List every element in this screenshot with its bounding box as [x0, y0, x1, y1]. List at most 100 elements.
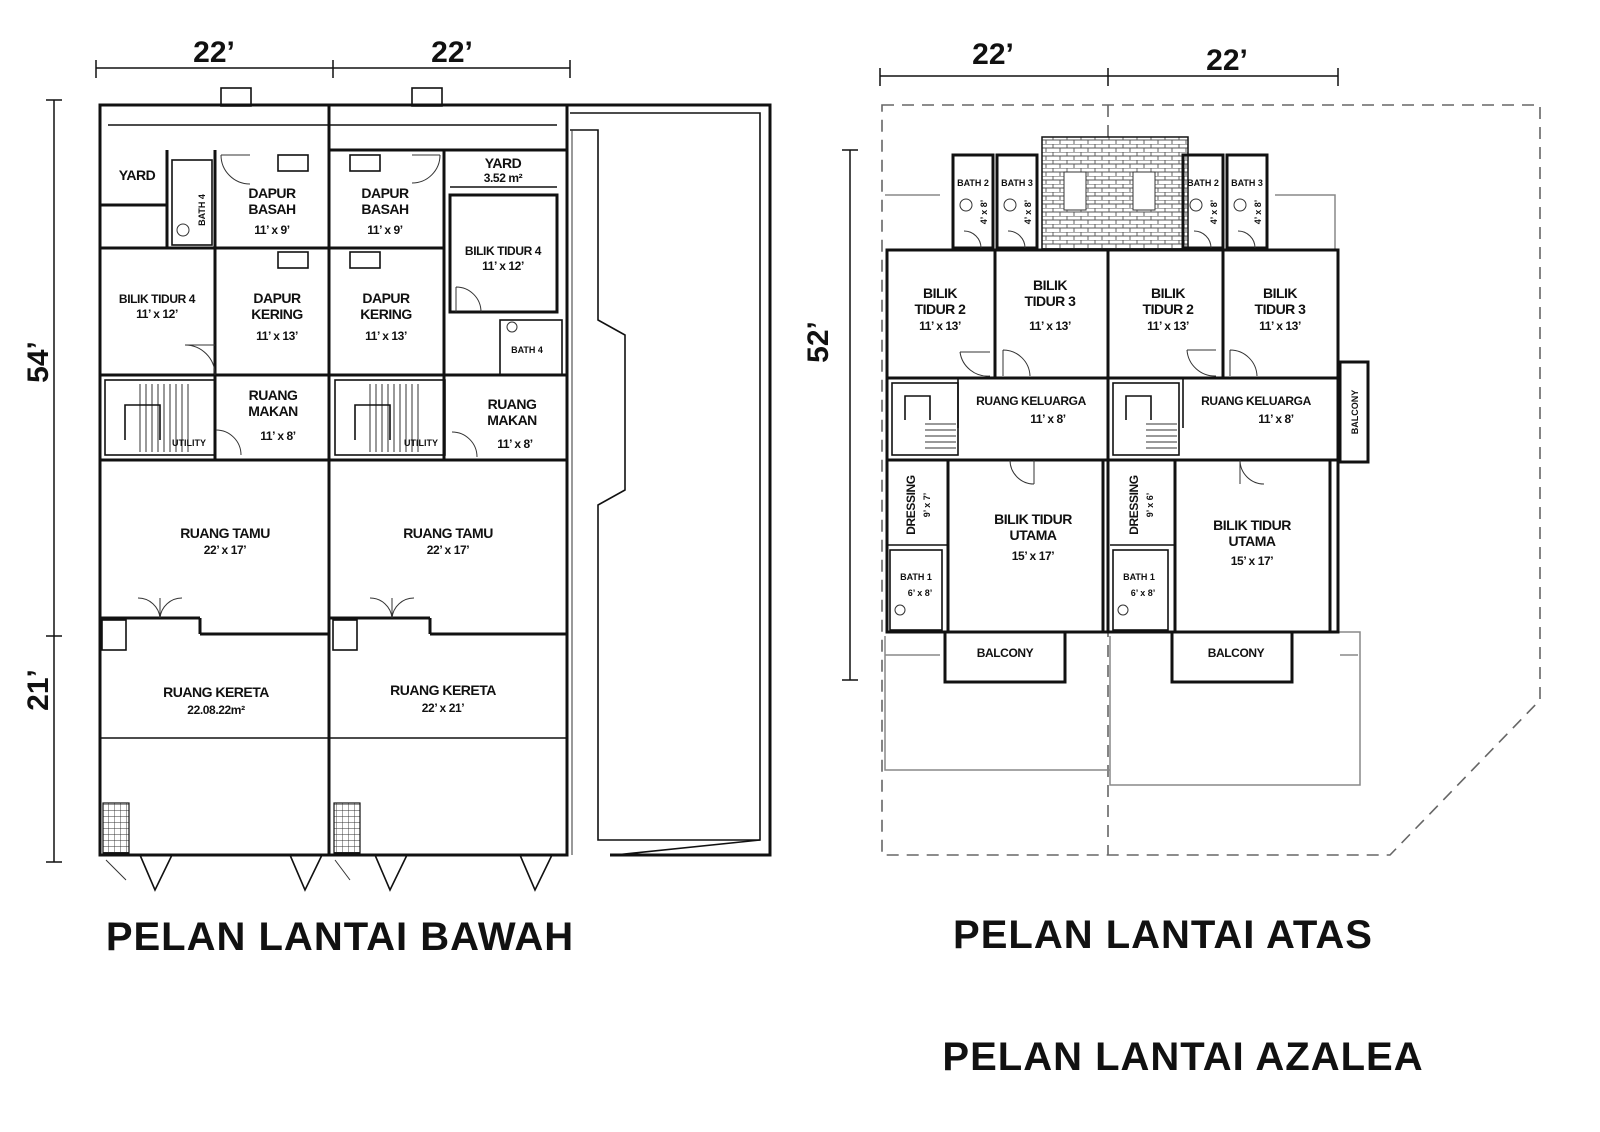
bath1-label-right: BATH 1: [1123, 572, 1155, 582]
upper-width-left: 22’: [972, 38, 1014, 71]
dressing-label-right: DRESSING: [1127, 475, 1141, 535]
ground-depth-dimension: 54’ 21’: [22, 99, 62, 863]
ground-width-dimension: 22’ 22’: [95, 36, 571, 78]
upper-bath1-fixtures: [889, 549, 1169, 631]
roof-outline: [884, 194, 1361, 786]
bath2-label-right: BATH 2: [1187, 178, 1219, 188]
bedroom4-label-right: BILIK TIDUR 4: [465, 244, 542, 258]
dressing-dim-right: 9’ x 6’: [1145, 493, 1155, 518]
bedroom2-dim-right: 11’ x 13’: [1147, 319, 1189, 333]
bath2-dim-left: 4’ x 8’: [979, 200, 989, 225]
living-dim-right: 22’ x 17’: [427, 543, 470, 557]
bath1-dim-left: 6’ x 8’: [908, 588, 933, 598]
ground-floor-plan: 22’ 22’ 54’ 21’: [22, 36, 772, 959]
dining-dim-left: 11’ x 8’: [260, 429, 296, 443]
living-label-left: RUANG TAMU: [180, 525, 270, 541]
depth-porch-label: 21’: [22, 669, 55, 711]
ground-width-left: 22’: [193, 36, 235, 69]
upper-depth-label: 52’: [802, 321, 835, 363]
upper-depth-dimension: 52’: [802, 149, 858, 681]
dry-kitchen-dim-left: 11’ x 13’: [256, 329, 298, 343]
side-garden-boundary: [567, 103, 772, 857]
family-dim-left: 11’ x 8’: [1030, 412, 1066, 426]
bath4-label-right: BATH 4: [511, 345, 543, 355]
balcony-label-right: BALCONY: [1208, 646, 1265, 660]
bedroom4-dim-right: 11’ x 12’: [482, 259, 524, 273]
ground-stairs-left: [104, 379, 216, 456]
balcony-label-left: BALCONY: [977, 646, 1034, 660]
ground-outer-wall: [98, 103, 569, 857]
bath1-label-left: BATH 1: [900, 572, 932, 582]
upper-doors: [959, 230, 1265, 485]
upper-stairs: [891, 382, 1180, 456]
dining-dim-right: 11’ x 8’: [497, 437, 533, 451]
ground-floor-title: PELAN LANTAI BAWAH: [106, 915, 574, 959]
living-dim-left: 22’ x 17’: [204, 543, 247, 557]
utility-label-left: UTILITY: [172, 438, 206, 448]
dressing-label-left: DRESSING: [904, 475, 918, 535]
carporch-label-left: RUANG KERETA: [163, 684, 269, 700]
upper-width-right: 22’: [1206, 44, 1248, 77]
yard-label-left: YARD: [119, 167, 156, 183]
utility-label-right: UTILITY: [404, 438, 438, 448]
ground-width-right: 22’: [431, 36, 473, 69]
carporch-dim-left: 22.08.22m²: [187, 703, 245, 717]
master-bedroom-dim-left: 15’ x 17’: [1012, 549, 1055, 563]
family-dim-right: 11’ x 8’: [1258, 412, 1294, 426]
family-label-right: RUANG KELUARGA: [1201, 394, 1311, 408]
bedroom4-dim-left: 11’ x 12’: [136, 307, 178, 321]
yard-label-right: YARD: [485, 155, 522, 171]
upper-width-dimension: 22’ 22’: [879, 38, 1339, 86]
upper-floor-title: PELAN LANTAI ATAS: [953, 913, 1373, 957]
carporch-label-right: RUANG KERETA: [390, 682, 496, 698]
yard-area-right: 3.52 m²: [484, 171, 523, 185]
bath3-label-left: BATH 3: [1001, 178, 1033, 188]
carporch-dim-right: 22’ x 21’: [422, 701, 465, 715]
wet-kitchen-dim-left: 11’ x 9’: [254, 223, 290, 237]
upper-floor-plan: 22’ 22’ 52’: [802, 38, 1541, 957]
right-unit-walls: [329, 148, 567, 739]
bedroom4-label-left: BILIK TIDUR 4: [119, 292, 196, 306]
upper-top-baths: BATH 2 BATH 3 BATH 2 BATH 3 4’ x 8’ 4’ x…: [951, 153, 1269, 250]
bath3-label-right: BATH 3: [1231, 178, 1263, 188]
bedroom3-dim-left: 11’ x 13’: [1029, 319, 1071, 333]
master-bedroom-dim-right: 15’ x 17’: [1231, 554, 1274, 568]
bath2-dim-right: 4’ x 8’: [1209, 200, 1219, 225]
bedroom2-dim-left: 11’ x 13’: [919, 319, 961, 333]
plan-main-title: PELAN LANTAI AZALEA: [942, 1035, 1423, 1079]
depth-house-label: 54’: [22, 341, 55, 383]
dry-kitchen-dim-right: 11’ x 13’: [365, 329, 407, 343]
wet-kitchen-dim-right: 11’ x 9’: [367, 223, 403, 237]
bath3-dim-left: 4’ x 8’: [1023, 200, 1033, 225]
family-label-left: RUANG KELUARGA: [976, 394, 1086, 408]
bath1-dim-right: 6’ x 8’: [1131, 588, 1156, 598]
ground-stairs-right: [334, 379, 446, 456]
ground-doors: [105, 154, 553, 892]
dressing-dim-left: 9’ x 7’: [922, 493, 932, 518]
bath3-dim-right: 4’ x 8’: [1253, 200, 1263, 225]
living-label-right: RUANG TAMU: [403, 525, 493, 541]
bedroom3-dim-right: 11’ x 13’: [1259, 319, 1301, 333]
skylight-left: [1063, 171, 1087, 211]
bath2-label-left: BATH 2: [957, 178, 989, 188]
side-balcony-label: BALCONY: [1350, 390, 1360, 435]
ground-fixtures: [102, 154, 518, 854]
skylight-right: [1132, 171, 1156, 211]
